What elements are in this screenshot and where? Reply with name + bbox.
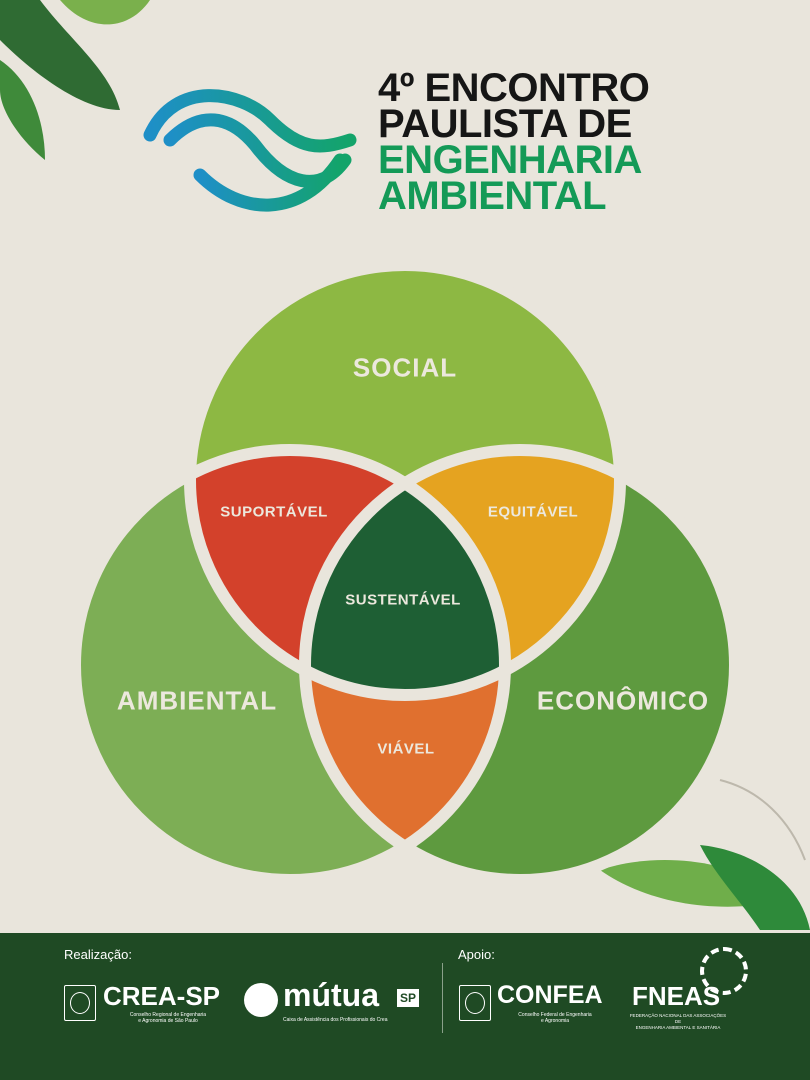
mutua-subtitle: Caixa de Assistência dos Profissionais d… [283,1017,388,1023]
label-social: SOCIAL [352,352,458,383]
mutua-emblem-icon [244,983,278,1017]
confea-seal-icon [459,985,491,1021]
label-suportavel: SUPORTÁVEL [220,503,328,521]
title-line-1: 4º ENCONTRO [378,66,650,110]
label-equitavel: EQUITÁVEL [487,503,579,521]
region-sustentavel [305,450,505,695]
mutua-sp-badge: SP [397,989,420,1007]
footer-divider [442,963,443,1033]
outline-economico [299,444,741,886]
apoio-label: Apoio: [458,947,495,962]
leaf-decoration-top-left [0,0,150,160]
outline-ambiental [69,444,511,886]
crea-sp-logo: CREA-SP [103,981,221,1011]
venn-diagram [69,259,741,886]
fneas-gear-icon [700,947,748,995]
label-sustentavel: SUSTENTÁVEL [345,591,461,609]
label-economico: ECONÔMICO [536,685,710,716]
event-logo-mark [143,89,357,212]
mutua-logo: mútua [283,977,379,1013]
title-line-2: PAULISTA DE [378,102,632,146]
realizacao-label: Realização: [64,947,132,962]
title-line-3: ENGENHARIA [378,138,642,182]
label-ambiental: AMBIENTAL [116,685,278,716]
event-title: 4º ENCONTRO PAULISTA DE ENGENHARIA AMBIE… [378,66,650,218]
confea-logo: CONFEA [497,981,603,1009]
label-viavel: VIÁVEL [377,740,435,758]
fneas-logo: FNEAS [632,981,721,1011]
sponsors-footer: Realização: Apoio: CREA-SP Conselho Regi… [0,933,810,1080]
crea-seal-icon [64,985,96,1021]
title-line-4: AMBIENTAL [378,174,607,218]
leaf-decoration-bottom-right [600,779,810,930]
